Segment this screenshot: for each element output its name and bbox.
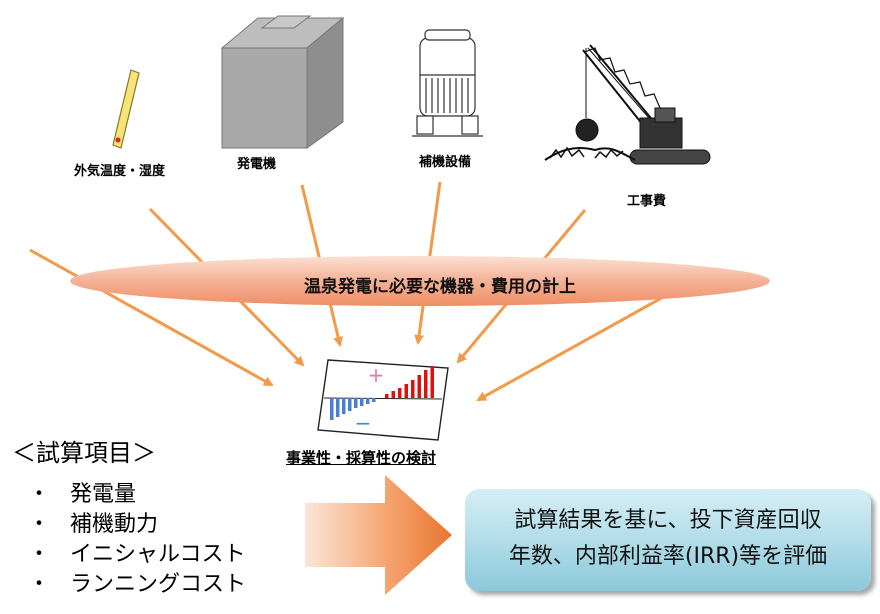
minus-sign: − [355,411,372,435]
bullet: ・ [28,512,51,537]
crane-icon [544,44,711,165]
plus-sign: + [368,363,385,387]
positive-bar [417,375,421,398]
bullet: ・ [28,542,51,567]
negative-bar [372,398,376,402]
list-item: ・補機動力 [28,510,246,540]
list-item: ・ランニングコスト [28,570,246,600]
negative-bar [336,398,340,417]
items-list: ・発電量 ・補機動力 ・イニシャルコスト ・ランニングコスト [28,480,246,600]
list-item-label: 補機動力 [70,512,159,537]
result-line-1: 試算結果を基に、投下資産回収 [514,508,822,533]
result-box: 試算結果を基に、投下資産回収 年数、内部利益率(IRR)等を評価 [465,489,871,591]
outside-air-label: 外気温度・湿度 [74,164,166,179]
list-item: ・発電量 [28,480,246,510]
generator-icon [220,15,345,149]
bullet: ・ [28,572,51,597]
positive-bar [391,391,395,398]
list-item: ・イニシャルコスト [28,540,246,570]
big-right-arrow [305,475,452,595]
generator-label: 発電機 [237,157,277,172]
study-label: 事業性・採算性の検討 [286,449,437,467]
items-title: ＜試算項目＞ [12,439,156,467]
positive-bar [398,388,402,398]
construction-label: 工事費 [627,194,667,209]
positive-bar [424,370,428,398]
ellipse-text: 温泉発電に必要な機器・費用の計上 [304,277,576,297]
result-text: 試算結果を基に、投下資産回収 年数、内部利益率(IRR)等を評価 [465,503,871,575]
negative-bar [330,398,334,420]
negative-bar [342,398,346,414]
negative-bar [360,398,364,406]
list-item-label: ランニングコスト [70,572,247,597]
arrow-left [29,248,274,387]
negative-bars [330,398,376,420]
result-line-2: 年数、内部利益率(IRR)等を評価 [508,544,828,569]
positive-bars [385,366,434,398]
negative-bar [366,398,370,404]
list-item-label: イニシャルコスト [70,542,246,567]
negative-bar [348,398,352,411]
positive-bar [430,366,434,398]
cashflow-chart-card: + − [317,359,449,441]
positive-bar [385,394,389,398]
positive-bar [411,380,415,398]
auxiliary-tank-icon [412,29,483,137]
thermometer-icon [112,69,140,149]
negative-bar [354,398,358,408]
bullet: ・ [28,482,51,507]
aux-equipment-label: 補機設備 [419,155,472,170]
positive-bar [404,384,408,398]
cost-ellipse [70,256,770,306]
list-item-label: 発電量 [70,482,137,507]
